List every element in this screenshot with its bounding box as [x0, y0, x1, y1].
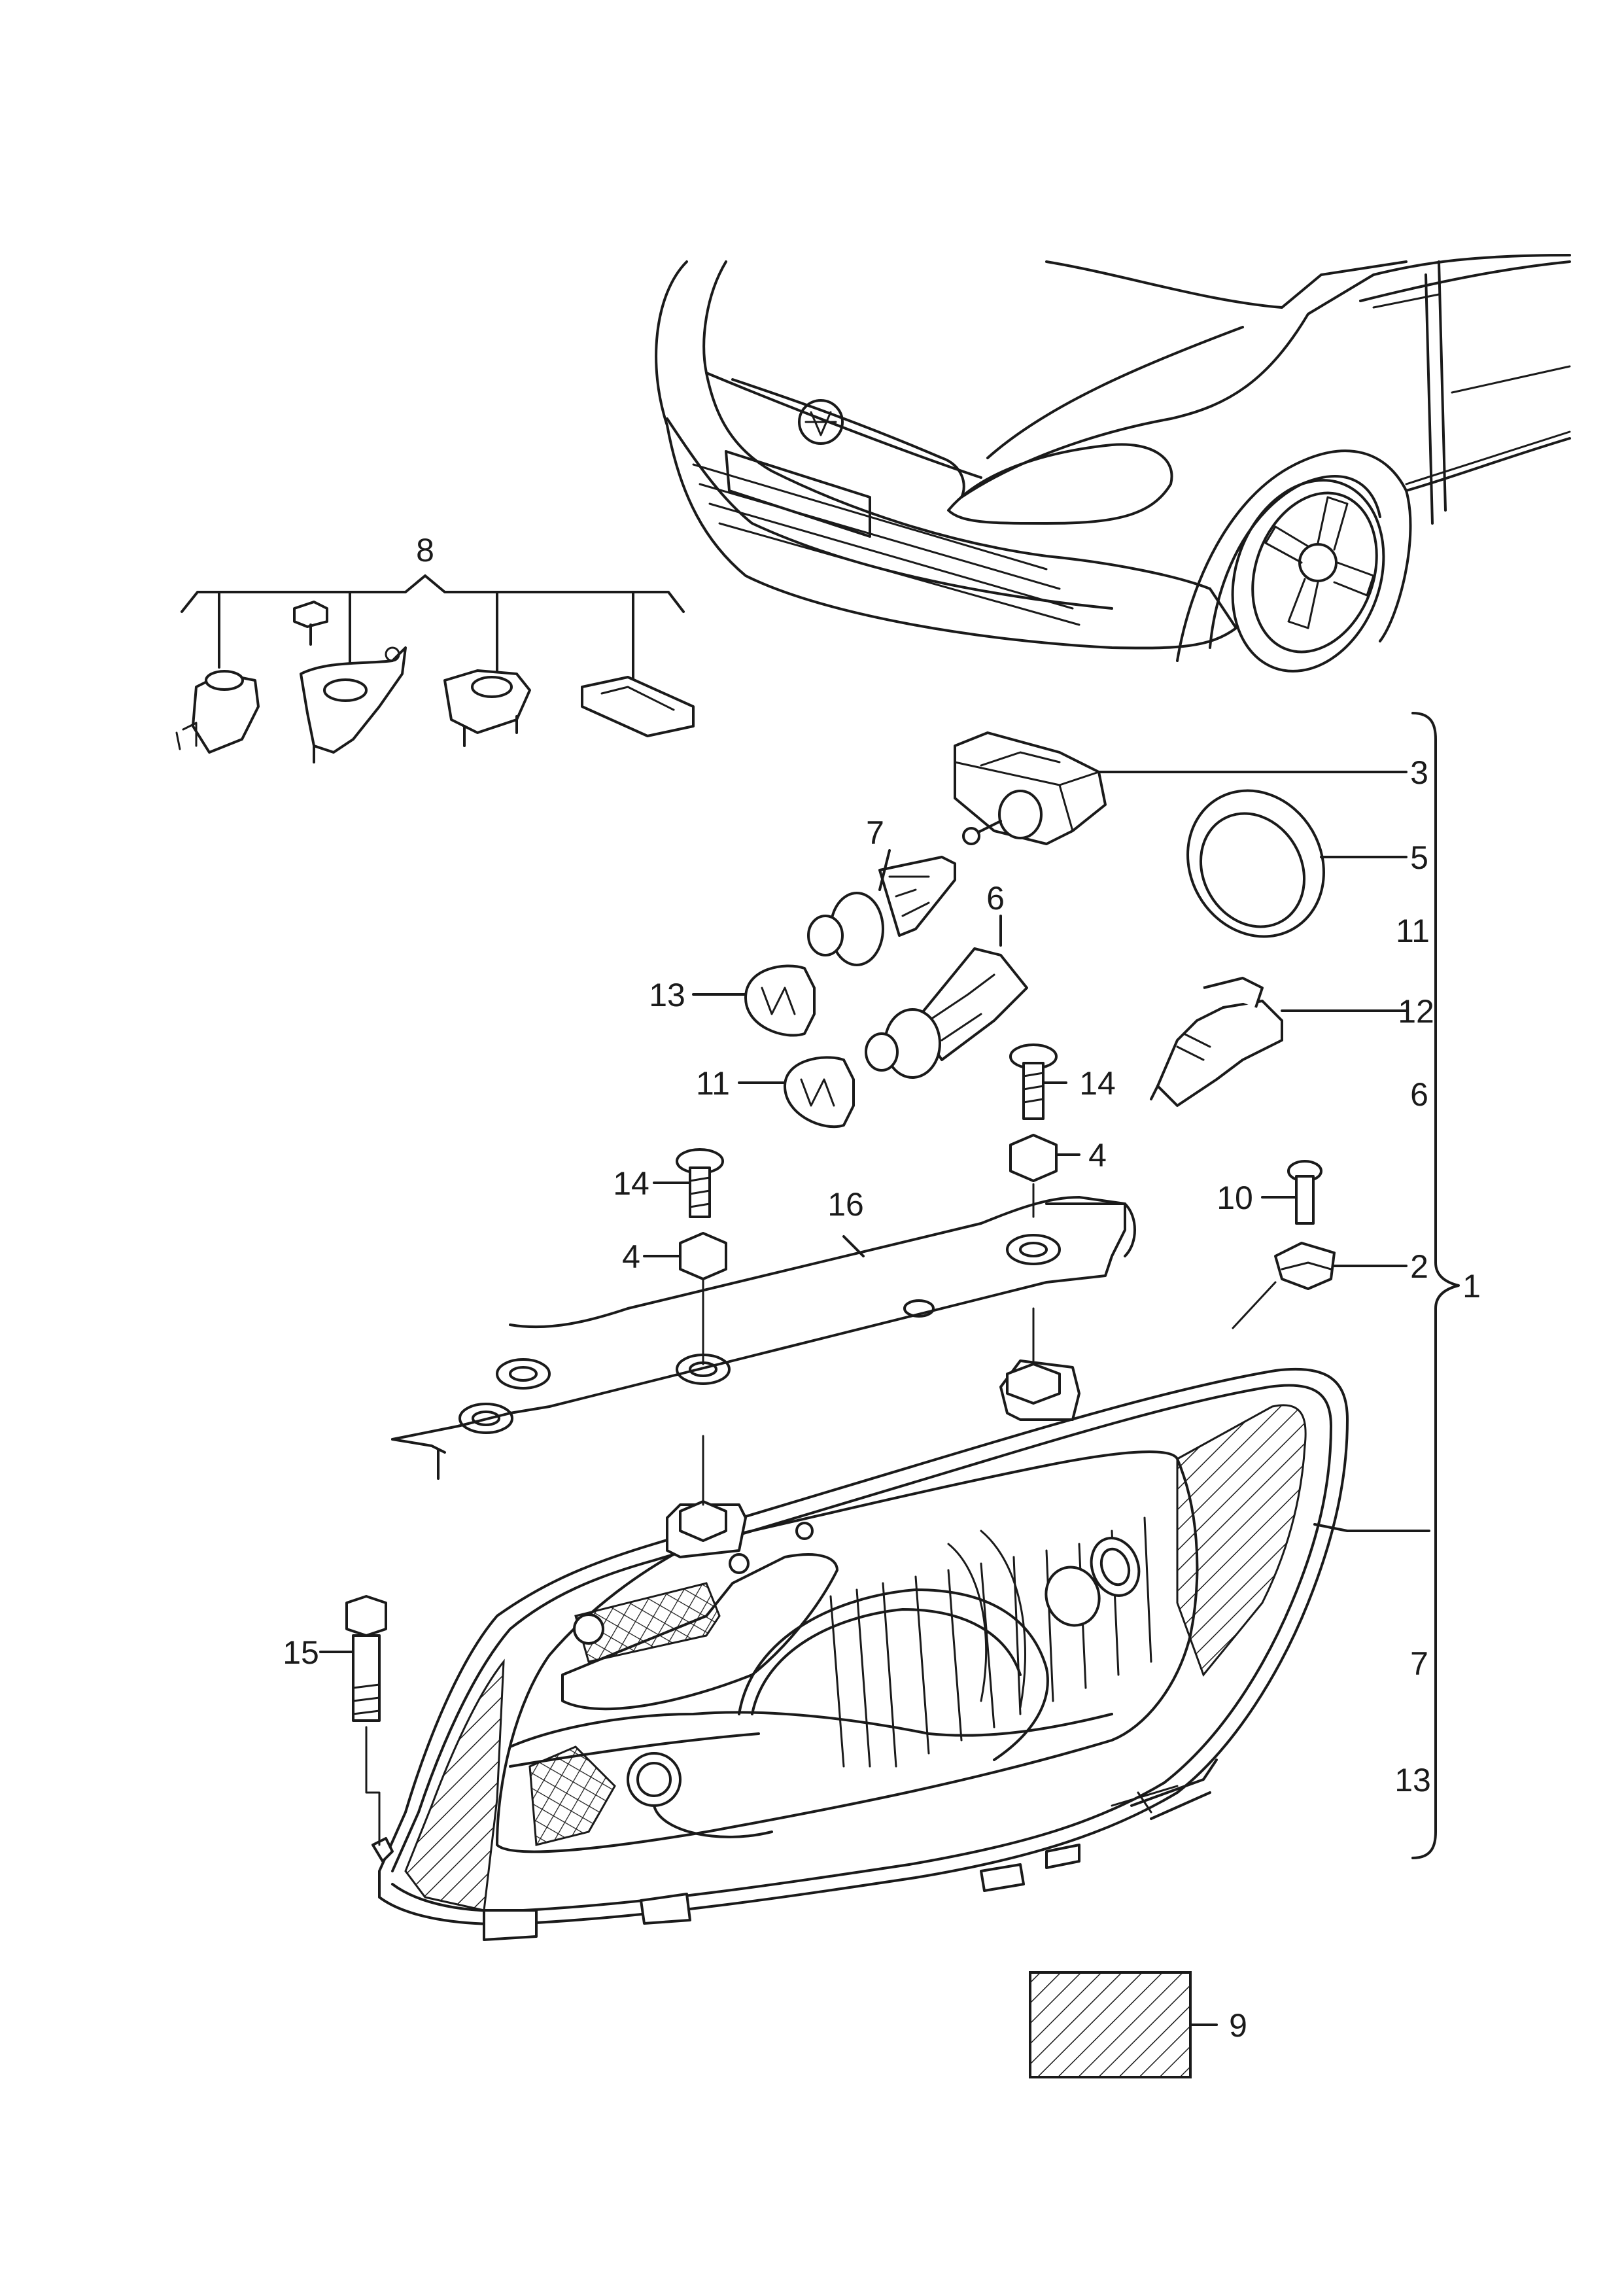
callout-6-list: 6	[1410, 1076, 1428, 1113]
bracket-set-group	[175, 574, 695, 763]
screw-14-left	[653, 1148, 724, 1218]
callout-14-right: 14	[1079, 1065, 1116, 1102]
hatch-legend-9	[1029, 1971, 1218, 2078]
callout-6-top: 6	[986, 880, 1005, 917]
bolt-15	[319, 1595, 387, 1846]
bulb-13	[692, 964, 816, 1037]
callout-5: 5	[1410, 839, 1428, 876]
headlight-assembly	[371, 1307, 1430, 1941]
callout-2: 2	[1410, 1248, 1428, 1285]
bulb-socket-6	[865, 915, 1028, 1079]
callout-14-left: 14	[613, 1165, 649, 1202]
bulb-11	[738, 1056, 855, 1129]
callout-8: 8	[416, 532, 434, 569]
bulb-cover-ring	[1186, 789, 1408, 938]
bulb-12	[1150, 977, 1408, 1107]
callout-11: 11	[696, 1065, 730, 1102]
callout-7-top: 7	[866, 815, 884, 851]
callout-10: 10	[1217, 1180, 1253, 1216]
callout-labels: 8 3 7 5 6 11 13 12 11 14 6 4 14 10 16 4 …	[283, 532, 1481, 2044]
car-front-illustration	[655, 254, 1571, 673]
nut-4-right	[1009, 1134, 1080, 1218]
carrier-plate-16	[391, 1196, 1136, 1480]
bulb-socket-7	[807, 849, 956, 966]
callout-13-list: 13	[1394, 1762, 1431, 1798]
nut-4-left	[643, 1232, 727, 1365]
callout-9: 9	[1229, 2007, 1247, 2044]
clip-nut-2	[1232, 1242, 1408, 1329]
assembly-brace	[1411, 712, 1460, 1859]
callout-15: 15	[283, 1634, 319, 1671]
callout-12: 12	[1398, 993, 1434, 1030]
screw-14-right	[1009, 1043, 1067, 1120]
actuator-part	[954, 731, 1408, 845]
callout-3: 3	[1410, 754, 1428, 791]
callout-16: 16	[827, 1186, 864, 1223]
callout-4-left: 4	[622, 1238, 640, 1275]
callout-1: 1	[1462, 1268, 1481, 1305]
callout-4-right: 4	[1088, 1137, 1107, 1174]
callout-13: 13	[649, 977, 685, 1013]
callout-7-list: 7	[1410, 1645, 1428, 1682]
screw-10	[1261, 1160, 1322, 1225]
callout-11-list: 11	[1396, 913, 1430, 949]
